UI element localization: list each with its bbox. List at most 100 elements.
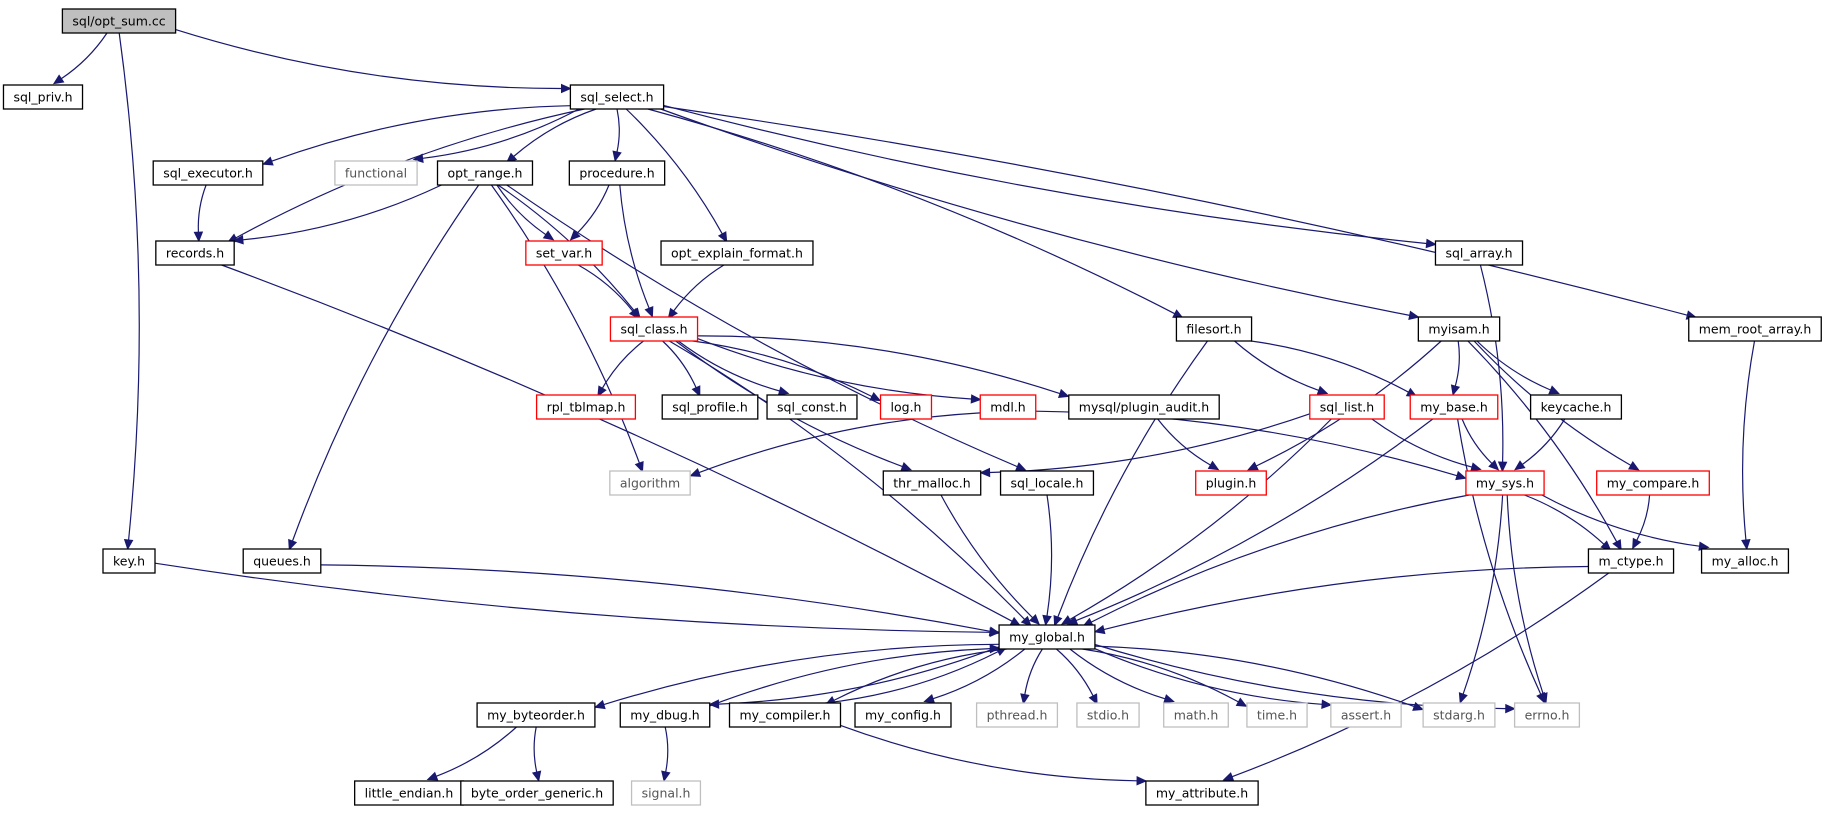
node-keycache[interactable]: keycache.h: [1529, 394, 1623, 420]
node-box: [630, 780, 702, 806]
node-rpl-tblmap[interactable]: rpl_tblmap.h: [535, 394, 637, 420]
edge-line: [533, 726, 538, 773]
node-sql-locale[interactable]: sql_locale.h: [999, 470, 1095, 496]
edge-arrowhead: [232, 234, 244, 245]
node-my-compare[interactable]: my_compare.h: [1596, 470, 1710, 496]
node-plugin[interactable]: plugin.h: [1195, 470, 1267, 496]
node-set-var[interactable]: set_var.h: [525, 240, 603, 266]
edge-arrowhead: [1235, 697, 1248, 707]
node-little-endian[interactable]: little_endian.h: [354, 780, 464, 806]
node-label: signal.h: [642, 786, 691, 801]
edge-line: [1234, 340, 1320, 391]
node-queues[interactable]: queues.h: [242, 548, 322, 574]
node-stdarg[interactable]: stdarg.h: [1422, 702, 1496, 728]
edge-arrowhead: [634, 460, 644, 473]
node-label: records.h: [166, 246, 224, 261]
node-m-ctype[interactable]: m_ctype.h: [1587, 548, 1675, 574]
node-opt-explain-format[interactable]: opt_explain_format.h: [660, 240, 814, 266]
edge-my-global-to-my-config: [923, 648, 1026, 704]
node-algorithm[interactable]: algorithm: [609, 470, 691, 496]
node-label: myisam.h: [1428, 322, 1489, 337]
node-mdl[interactable]: mdl.h: [979, 394, 1037, 420]
edge-line: [664, 726, 669, 773]
node-mem-root-array[interactable]: mem_root_array.h: [1688, 316, 1822, 342]
node-label: sql_class.h: [620, 322, 687, 337]
node-label: time.h: [1257, 708, 1297, 723]
node-label: my_sys.h: [1476, 476, 1534, 491]
node-plugin-audit[interactable]: mysql/plugin_audit.h: [1068, 394, 1220, 420]
node-errno[interactable]: errno.h: [1513, 702, 1581, 728]
edge-arrowhead: [1020, 615, 1032, 627]
node-sql-priv[interactable]: sql_priv.h: [2, 84, 84, 110]
node-byte-order-generic[interactable]: byte_order_generic.h: [460, 780, 614, 806]
edge-arrowhead: [1028, 614, 1040, 625]
edge-arrowhead: [542, 230, 555, 241]
node-label: m_ctype.h: [1598, 554, 1663, 569]
node-myisam[interactable]: myisam.h: [1417, 316, 1501, 342]
edge-arrowhead: [561, 83, 572, 94]
node-functional[interactable]: functional: [334, 160, 418, 186]
edge-line: [647, 108, 1175, 315]
node-box: [242, 548, 322, 574]
node-my-alloc[interactable]: my_alloc.h: [1700, 548, 1790, 574]
node-box: [1076, 702, 1140, 728]
node-thr-malloc[interactable]: thr_malloc.h: [882, 470, 982, 496]
node-opt-sum[interactable]: sql/opt_sum.cc: [61, 8, 177, 34]
edge-line: [1103, 565, 1589, 631]
node-assert[interactable]: assert.h: [1330, 702, 1402, 728]
edge-line: [513, 108, 597, 157]
node-signal[interactable]: signal.h: [630, 780, 702, 806]
node-procedure[interactable]: procedure.h: [568, 160, 666, 186]
node-my-sys[interactable]: my_sys.h: [1465, 470, 1545, 496]
node-time[interactable]: time.h: [1246, 702, 1308, 728]
edge-line: [1090, 494, 1470, 623]
edge-sql-class-to-rpl-tblmap: [597, 340, 644, 398]
node-my-global[interactable]: my_global.h: [998, 624, 1096, 650]
node-my-dbug[interactable]: my_dbug.h: [619, 702, 711, 728]
edge-arrowhead: [1513, 460, 1526, 471]
node-my-byteorder[interactable]: my_byteorder.h: [476, 702, 596, 728]
node-log[interactable]: log.h: [879, 394, 933, 420]
node-sql-select[interactable]: sql_select.h: [569, 84, 665, 110]
node-opt-range[interactable]: opt_range.h: [436, 160, 534, 186]
edge-line: [840, 724, 1138, 782]
node-label: functional: [345, 166, 407, 181]
node-math[interactable]: math.h: [1163, 702, 1229, 728]
edge-line: [221, 264, 1013, 622]
node-key[interactable]: key.h: [102, 548, 156, 574]
node-my-base[interactable]: my_base.h: [1409, 394, 1499, 420]
edge-my-base-to-my-global: [1066, 418, 1434, 625]
edge-arrowhead: [569, 229, 581, 241]
edge-line: [1479, 264, 1504, 463]
edge-line: [668, 340, 1026, 620]
node-records[interactable]: records.h: [155, 240, 235, 266]
edge-line: [697, 338, 972, 400]
edge-my-global-to-pthread: [1020, 648, 1043, 705]
node-my-compiler[interactable]: my_compiler.h: [728, 702, 842, 728]
node-box: [2, 84, 84, 110]
node-sql-list[interactable]: sql_list.h: [1309, 394, 1385, 420]
node-sql-executor[interactable]: sql_executor.h: [152, 160, 264, 186]
edge-arrowhead: [288, 538, 298, 551]
node-label: queues.h: [253, 554, 311, 569]
node-label: sql_list.h: [1320, 400, 1374, 415]
edge-my-sys-to-stdarg: [1458, 494, 1504, 704]
node-sql-profile[interactable]: sql_profile.h: [661, 394, 759, 420]
edge-line: [490, 184, 640, 464]
edge-my-global-to-stdio: [1056, 648, 1098, 705]
edge-arrowhead: [1053, 614, 1063, 627]
edge-arrowhead: [989, 643, 1001, 654]
node-my-attribute[interactable]: my_attribute.h: [1145, 780, 1259, 806]
edge-line: [673, 264, 725, 312]
node-sql-class[interactable]: sql_class.h: [609, 316, 699, 342]
edge-line: [175, 29, 562, 90]
node-pthread[interactable]: pthread.h: [975, 702, 1059, 728]
edge-arrowhead: [1207, 460, 1220, 471]
edge-opt-range-to-records: [232, 184, 442, 245]
node-my-config[interactable]: my_config.h: [854, 702, 952, 728]
node-filesort[interactable]: filesort.h: [1175, 316, 1253, 342]
edge-line: [118, 32, 140, 541]
node-sql-const[interactable]: sql_const.h: [766, 394, 858, 420]
node-stdio[interactable]: stdio.h: [1076, 702, 1140, 728]
node-sql-array[interactable]: sql_array.h: [1434, 240, 1524, 266]
